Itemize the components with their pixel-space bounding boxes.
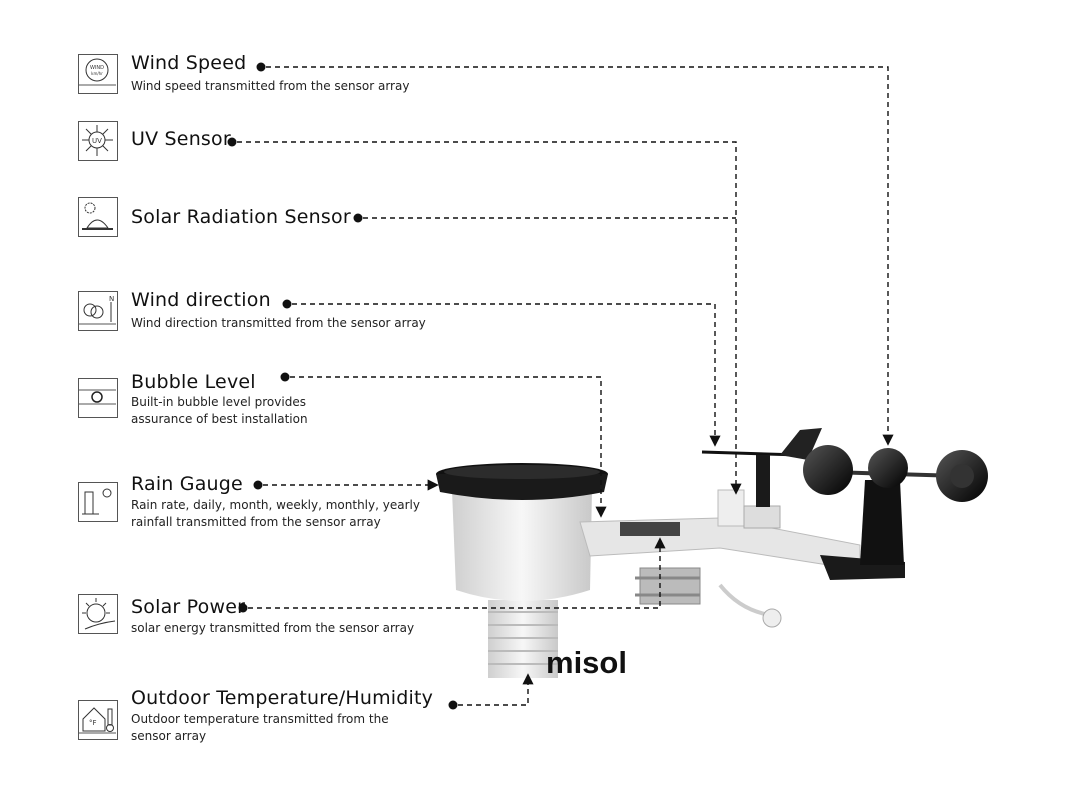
bubble-level-dot (280, 372, 290, 382)
temperature-dot (448, 700, 458, 710)
radiation-shield (488, 600, 558, 678)
svg-text:km/hr: km/hr (91, 71, 103, 76)
feature-title: Wind direction (131, 289, 271, 311)
feature-title: UV Sensor (131, 128, 231, 150)
rain-gauge-body (436, 463, 608, 601)
uv-sensor-dot (227, 137, 237, 147)
feature-description: Outdoor temperature transmitted from the… (131, 712, 389, 743)
solar-power-icon (78, 594, 118, 634)
bubble-level-leader (290, 376, 607, 518)
uv-sensor-leader (237, 141, 742, 495)
feature-description: Wind direction transmitted from the sens… (131, 316, 426, 330)
svg-text:°F: °F (89, 719, 97, 727)
wind-direction-dot (282, 299, 292, 309)
brand-logo: misol (546, 645, 627, 680)
feature-description: Rain rate, daily, month, weekly, monthly… (131, 498, 420, 529)
feature-title: Outdoor Temperature/Humidity (131, 687, 434, 709)
wind-direction-icon: N (78, 291, 118, 331)
feature-title: Rain Gauge (131, 473, 243, 495)
wind-speed-leader (266, 66, 894, 446)
feature-title: Wind Speed (131, 52, 247, 74)
sensor-arm (579, 489, 905, 628)
wind-speed-dot (256, 62, 266, 72)
feature-description: solar energy transmitted from the sensor… (131, 621, 415, 635)
solar-radiation-dot (353, 213, 363, 223)
solar-radiation-icon (78, 197, 118, 237)
solar-power-leader (248, 537, 666, 609)
feature-title: Bubble Level (131, 371, 256, 393)
svg-text:N: N (109, 295, 114, 303)
thermometer-house-icon: °F (78, 700, 118, 740)
feature-title: Solar Radiation Sensor (131, 206, 351, 228)
uv-sun-icon: UV (78, 121, 118, 161)
svg-text:UV: UV (92, 137, 102, 145)
feature-title: Solar Power (131, 596, 246, 618)
anemometer (803, 445, 988, 565)
bubble-level-icon (78, 378, 118, 418)
svg-text:WIND: WIND (90, 65, 104, 71)
feature-description: Wind speed transmitted from the sensor a… (131, 79, 410, 93)
rain-gauge-dot (253, 480, 263, 490)
temperature-leader (458, 673, 534, 706)
rain-gauge-icon (78, 482, 118, 522)
solar-power-dot (238, 603, 248, 613)
wind-direction-leader (292, 303, 721, 447)
